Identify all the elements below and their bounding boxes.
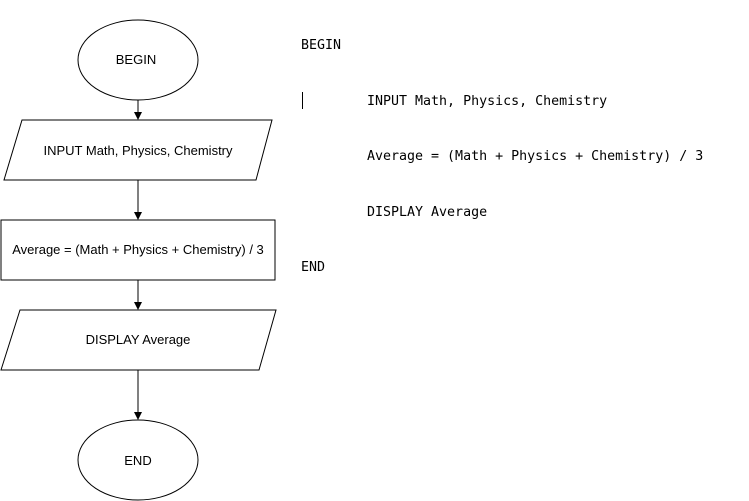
pseudocode-line-begin: BEGIN (301, 38, 342, 53)
text-cursor (302, 92, 303, 109)
output-label: DISPLAY Average (86, 332, 191, 347)
input-node: INPUT Math, Physics, Chemistry (3, 119, 273, 181)
output-node: DISPLAY Average (0, 309, 277, 371)
pseudocode-line-input: INPUT Math, Physics, Chemistry (367, 93, 608, 109)
input-parallelogram (3, 119, 273, 181)
input-label: INPUT Math, Physics, Chemistry (43, 143, 233, 158)
begin-terminal: BEGIN (77, 19, 199, 101)
pseudocode-line-end: END (301, 260, 326, 275)
end-label: END (124, 453, 151, 468)
pseudocode-line-display: DISPLAY Average (367, 204, 488, 220)
end-ellipse (77, 419, 199, 501)
process-node: Average = (Math + Physics + Chemistry) /… (0, 219, 276, 281)
process-label: Average = (Math + Physics + Chemistry) /… (12, 242, 264, 257)
begin-label: BEGIN (116, 52, 156, 67)
pseudocode-block[interactable]: BEGIN INPUT Math, Physics, Chemistry Ave… (301, 0, 703, 296)
output-parallelogram (0, 309, 277, 371)
end-terminal: END (77, 419, 199, 501)
pseudocode-line-process: Average = (Math + Physics + Chemistry) /… (367, 149, 704, 164)
flowchart: BEGIN INPUT Math, Physics, Chemistry Ave… (0, 19, 277, 501)
process-rectangle (0, 219, 276, 281)
